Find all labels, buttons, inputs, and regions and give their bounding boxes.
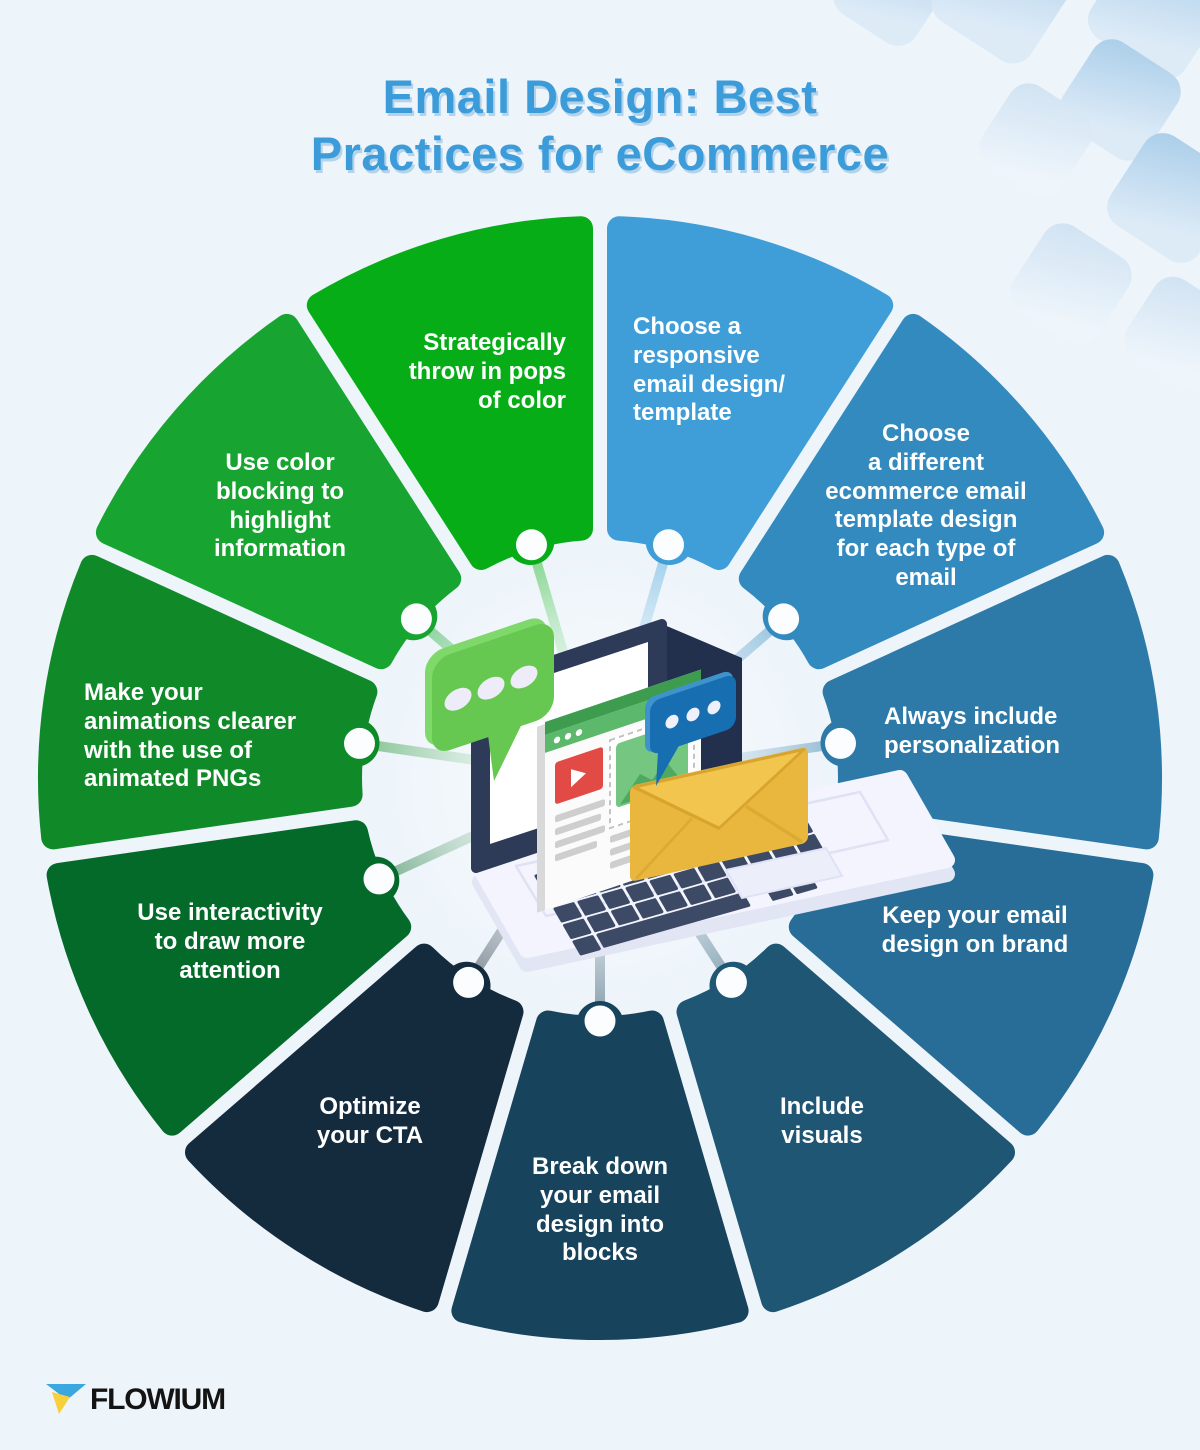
node-dot-design-blocks <box>584 1005 616 1037</box>
node-dot-include-visuals <box>715 966 747 998</box>
segment-label-responsive-template: Choose a responsive email design/ templa… <box>633 313 786 427</box>
chat-bubble-green-icon <box>425 618 554 782</box>
node-dot-animated-pngs <box>344 727 375 759</box>
node-dot-personalization <box>825 727 856 759</box>
flowium-mark-icon <box>46 1384 86 1414</box>
segment-label-on-brand: Keep your email design on brand <box>881 902 1069 958</box>
segment-label-pops-of-color: Strategically throw in pops of color <box>408 329 566 414</box>
node-dot-interactivity <box>363 863 395 895</box>
segment-label-personalization: Always include personalization <box>884 703 1061 759</box>
chat-bubble-blue-icon <box>645 671 736 786</box>
brand-logo: FLOWIUM <box>46 1383 226 1417</box>
segment-label-different-template-design: Choose a different ecommerce email templ… <box>825 420 1027 591</box>
laptop-trackpad <box>724 846 844 900</box>
envelope-icon <box>630 747 808 881</box>
play-icon <box>571 769 586 788</box>
node-dot-color-blocking <box>400 603 432 635</box>
segment-label-color-blocking: Use color blocking to highlight informat… <box>214 449 346 563</box>
node-dot-pops-of-color <box>516 529 547 561</box>
segment-label-design-blocks: Break down your email design into blocks <box>531 1153 669 1267</box>
segment-label-include-visuals: Include visuals <box>779 1093 864 1149</box>
page-title: Email Design: Best Practices for eCommer… <box>310 70 890 181</box>
segment-label-animated-pngs: Make your animations clearer with the us… <box>84 679 297 793</box>
node-dot-responsive-template <box>653 529 684 561</box>
node-dot-optimize-cta <box>453 966 485 998</box>
node-dot-different-template-design <box>768 603 800 635</box>
segment-label-interactivity: Use interactivity to draw more attention <box>137 899 323 984</box>
center-illustration <box>425 618 955 972</box>
segment-label-optimize-cta: Optimize your CTA <box>316 1093 424 1149</box>
brand-wordmark: FLOWIUM <box>90 1383 226 1416</box>
